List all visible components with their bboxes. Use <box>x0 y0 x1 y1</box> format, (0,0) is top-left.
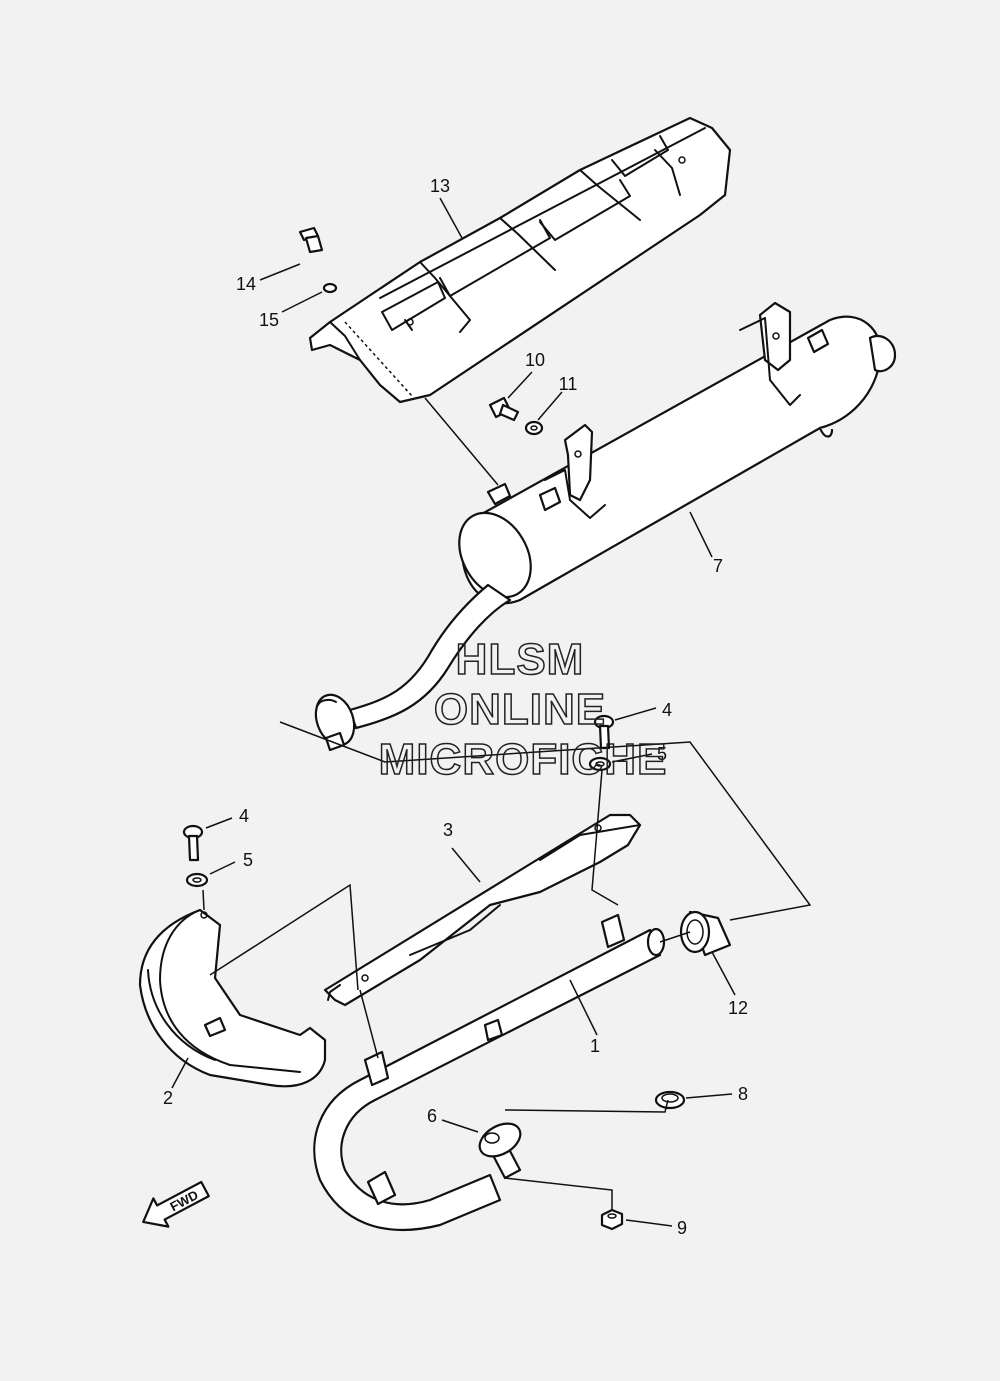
muffler <box>314 301 897 752</box>
bolt-4-right <box>593 714 615 750</box>
callout-13: 13 <box>430 176 450 196</box>
callout-labels: 1 2 3 4 4 5 5 6 7 8 9 10 11 12 13 14 15 <box>163 176 748 1238</box>
callout-4-right: 4 <box>662 700 672 720</box>
callout-15: 15 <box>259 310 279 330</box>
callout-14: 14 <box>236 274 256 294</box>
assembly-lines <box>202 397 812 1210</box>
bolt-4-left <box>182 824 204 862</box>
callout-1: 1 <box>590 1036 600 1056</box>
washer-15 <box>322 282 338 294</box>
fwd-arrow: FWD <box>142 1180 210 1228</box>
callout-2: 2 <box>163 1088 173 1108</box>
watermark-line-2: ONLINE <box>434 685 606 734</box>
callout-10: 10 <box>525 350 545 370</box>
callout-11: 11 <box>559 374 578 394</box>
bolt-10 <box>488 396 520 422</box>
callout-leaders <box>171 197 736 1227</box>
callout-6: 6 <box>427 1106 437 1126</box>
exhaust-pipe <box>313 913 666 1232</box>
callout-9: 9 <box>677 1218 687 1238</box>
watermark-line-3: MICROFICHE <box>379 735 668 784</box>
washer-11 <box>524 420 544 436</box>
gasket-12 <box>679 910 732 957</box>
heat-protector <box>308 116 732 404</box>
callout-8: 8 <box>738 1084 748 1104</box>
protector-3 <box>323 813 642 1007</box>
callout-3: 3 <box>443 820 453 840</box>
callout-4-left: 4 <box>239 806 249 826</box>
nut-9 <box>600 1208 624 1231</box>
callout-5-right: 5 <box>657 744 667 764</box>
washer-5-right <box>588 756 612 772</box>
callout-12: 12 <box>728 998 748 1018</box>
callout-5-left: 5 <box>243 850 253 870</box>
callout-7: 7 <box>713 556 723 576</box>
watermark-line-1: HLSM <box>456 635 585 684</box>
bolt-14 <box>298 226 324 254</box>
washer-5-left <box>185 872 209 888</box>
watermark: HLSM ONLINE MICROFICHE <box>378 634 668 785</box>
protector-2 <box>138 908 327 1088</box>
gasket-8 <box>654 1090 686 1110</box>
